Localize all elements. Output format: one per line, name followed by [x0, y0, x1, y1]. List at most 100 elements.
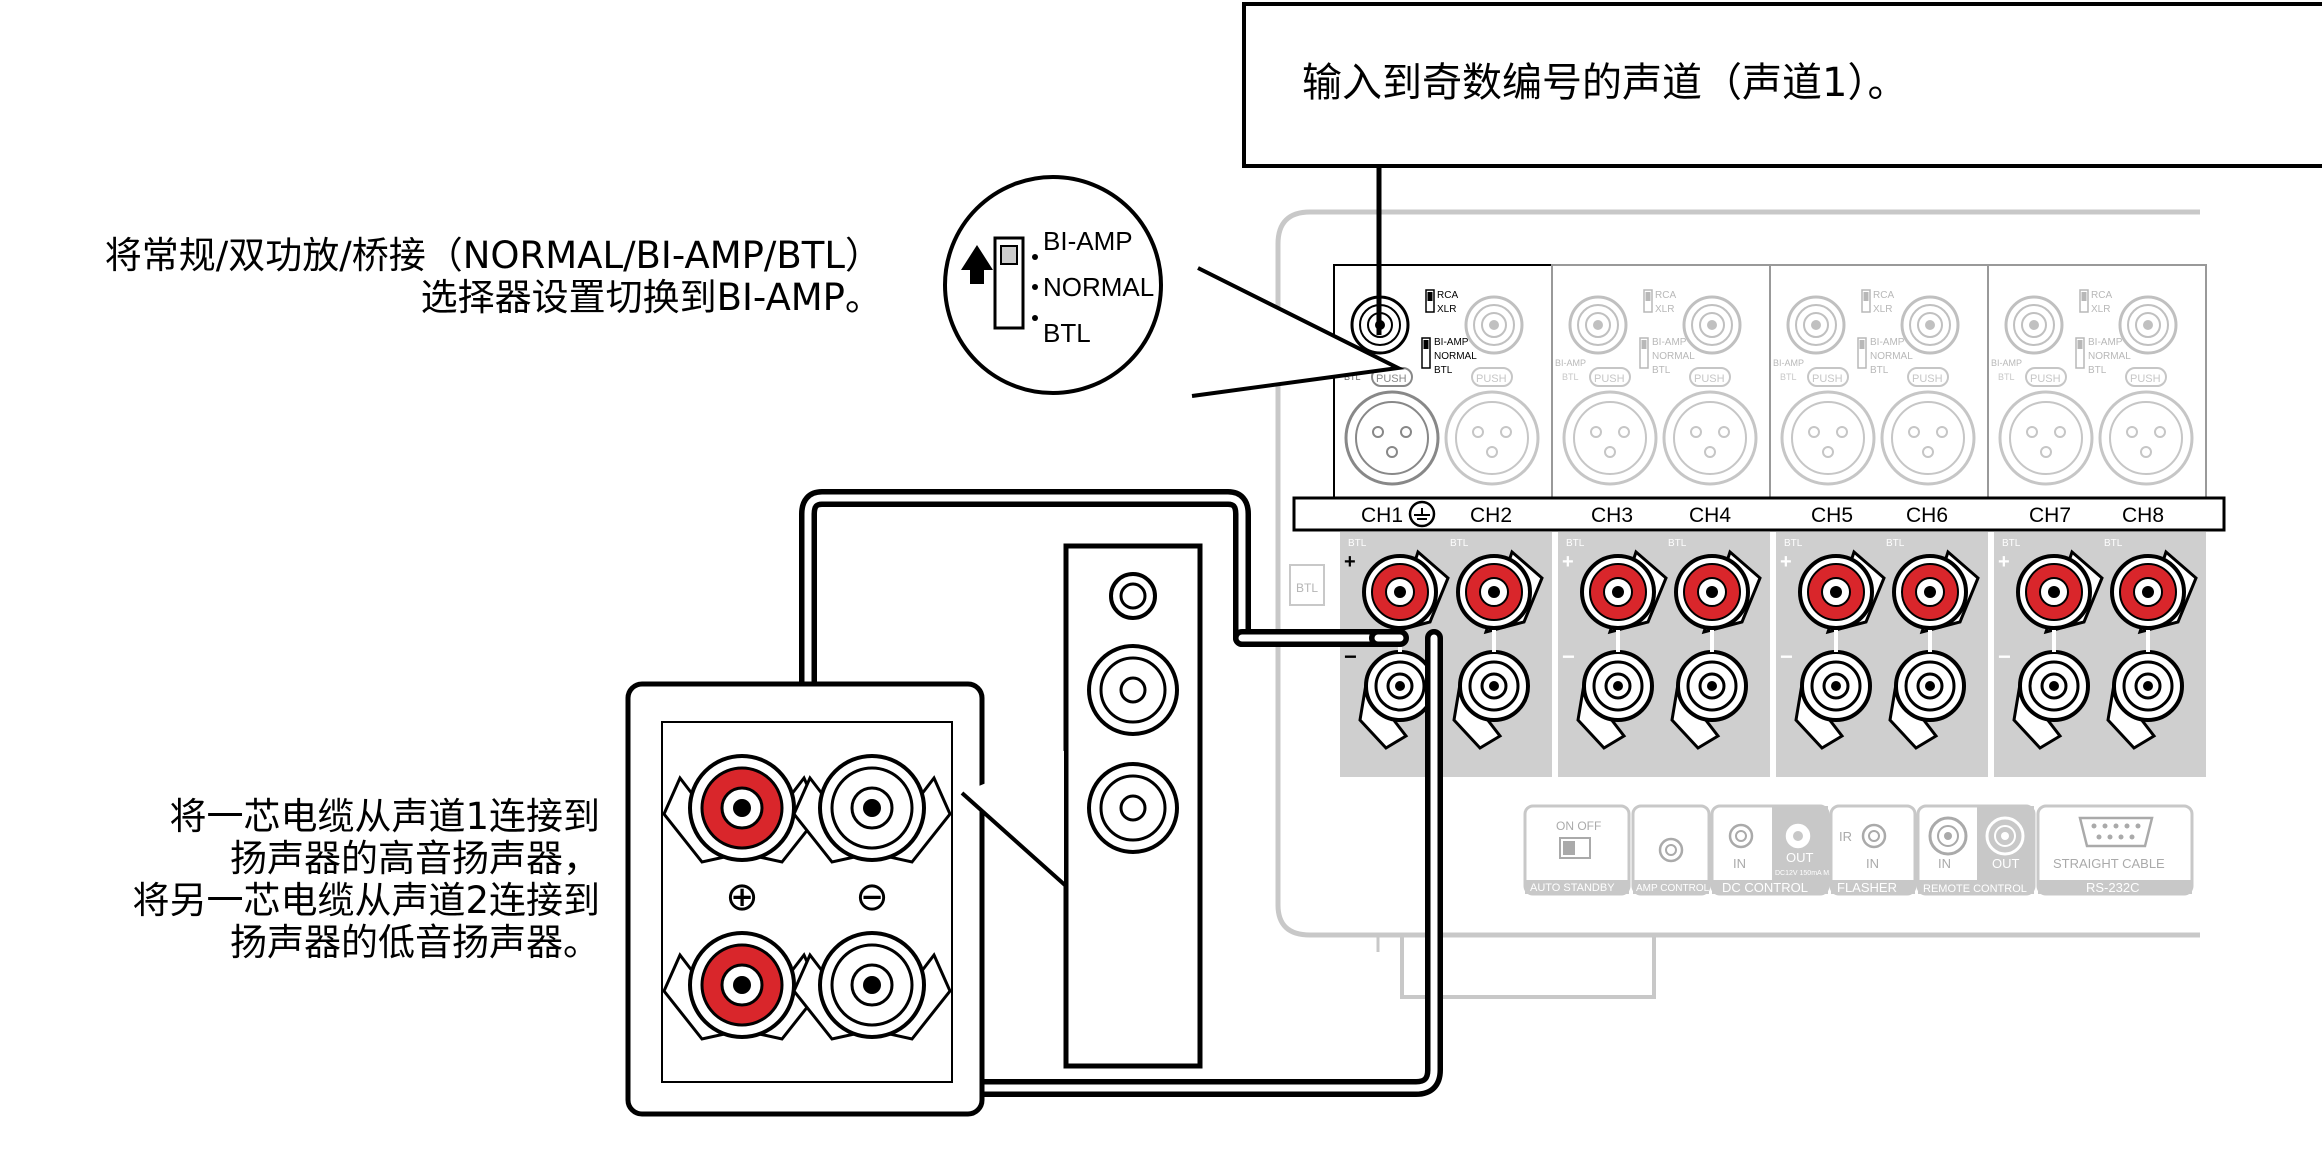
- btl-small-label: BTL: [1450, 538, 1469, 549]
- positive-binding-post: [1798, 549, 1886, 635]
- push-release-tab: [1471, 367, 1513, 387]
- btl-small-label: BTL: [2002, 538, 2021, 549]
- mode-switch-label: NORMAL: [1652, 351, 1695, 362]
- dc-in-label: IN: [1733, 856, 1746, 871]
- remote-out-label: OUT: [1992, 856, 2020, 871]
- dc-in-jack: [1728, 823, 1754, 849]
- mode-switch-label: BI-AMP: [2088, 337, 2123, 348]
- negative-binding-post: [1794, 650, 1872, 750]
- push-release-tab: [1689, 367, 1731, 387]
- remote-control-label: REMOTE CONTROL: [1923, 883, 2027, 895]
- push-label: PUSH: [1812, 373, 1843, 385]
- negative-binding-post: [1888, 650, 1966, 750]
- minus-sign: −: [1998, 644, 2011, 669]
- btl-left-label: BTL: [1296, 581, 1318, 595]
- input-switch-label: XLR: [1873, 304, 1892, 315]
- xlr-jack: [2098, 390, 2194, 486]
- mode-switch-label: BI-AMP: [1652, 337, 1687, 348]
- amp-control-label: AMP CONTROL: [1636, 883, 1710, 894]
- mode-side-label: BTL: [1344, 372, 1361, 382]
- mode-switch-label: BI-AMP: [1434, 337, 1469, 348]
- remote-in-jack: [1928, 816, 1968, 856]
- channel-label: CH2: [1470, 504, 1512, 527]
- plus-sign: +: [1344, 551, 1356, 573]
- input-switch-label: XLR: [1437, 304, 1456, 315]
- speaker-negative-post: [792, 754, 952, 864]
- input-switch-label: XLR: [1655, 304, 1674, 315]
- mode-side-label: BTL: [1780, 372, 1797, 382]
- negative-binding-post: [2012, 650, 2090, 750]
- input-switch-label: RCA: [1873, 290, 1894, 301]
- channel-label: CH7: [2029, 504, 2071, 527]
- flasher-ir-label: IR: [1839, 829, 1852, 844]
- input-switch-label: RCA: [2091, 290, 2112, 301]
- wiring-note: 将一芯电缆从声道1连接到 扬声器的高音扬声器， 将另一芯电缆从声道2连接到 扬声…: [132, 796, 600, 964]
- channel-input-modules: RCA XLR BI-AMP NORMAL BTL BI-AMP BTL PUSH PUSH RC…: [1333, 264, 2207, 499]
- mode-switch-label: BTL: [2088, 365, 2107, 376]
- input-switch-icon: [2079, 289, 2089, 313]
- flasher-jack: [1861, 823, 1887, 849]
- channel-label-bar: [1292, 496, 2226, 532]
- push-label: PUSH: [2130, 373, 2161, 385]
- positive-binding-post: [2110, 549, 2198, 635]
- channel-label: CH3: [1591, 504, 1633, 527]
- mode-switch-icon: [1421, 337, 1431, 369]
- callout-normal-label: NORMAL: [1043, 272, 1154, 302]
- input-switch-icon: [1425, 289, 1435, 313]
- terminal-block: BTL BTL + −: [1994, 532, 2206, 777]
- plus-sign: +: [1998, 551, 2010, 573]
- mode-side-label: BTL: [1562, 372, 1579, 382]
- xlr-jack: [1444, 390, 1540, 486]
- channel-input-note: 输入到奇数编号的声道（声道1）。: [1242, 2, 2322, 168]
- btl-small-label: BTL: [1784, 538, 1803, 549]
- selector-note-line: 选择器设置切换到BI-AMP。: [420, 276, 882, 319]
- plus-sign: +: [1562, 551, 1574, 573]
- push-label: PUSH: [1476, 373, 1507, 385]
- push-label: PUSH: [1594, 373, 1625, 385]
- negative-binding-post: [2106, 650, 2184, 750]
- callout-bi-amp-label: BI-AMP: [1043, 226, 1133, 256]
- speaker-binding-posts: [662, 754, 952, 1041]
- push-label: PUSH: [1376, 373, 1407, 385]
- auto-standby-switch-label: ON OFF: [1556, 819, 1601, 833]
- push-release-tab: [2025, 367, 2067, 387]
- channel-label: CH4: [1689, 504, 1731, 527]
- minus-sign: −: [1780, 644, 1793, 669]
- straight-cable-label: STRAIGHT CABLE: [2053, 856, 2165, 871]
- positive-binding-post: [1362, 549, 1450, 635]
- plus-sign: +: [1780, 551, 1792, 573]
- mode-switch-icon: [2075, 337, 2085, 369]
- btl-small-label: BTL: [1566, 538, 1585, 549]
- btl-small-label: BTL: [2104, 538, 2123, 549]
- speaker-positive-post: [662, 754, 822, 864]
- rs232c-label: RS-232C: [2086, 880, 2139, 895]
- callout-circle: [943, 175, 1163, 395]
- speaker-negative-post: [792, 931, 952, 1041]
- mode-side-label: BI-AMP: [1773, 358, 1804, 368]
- mode-switch-label: BI-AMP: [1870, 337, 1905, 348]
- speaker-positive-post: [662, 931, 822, 1041]
- channel-label: CH8: [2122, 504, 2164, 527]
- input-switch-label: RCA: [1437, 290, 1458, 301]
- mode-switch-label: BTL: [1652, 365, 1671, 376]
- rs232c-port: [2078, 816, 2154, 848]
- wiring-note-line: 扬声器的高音扬声器，: [230, 837, 600, 880]
- remote-out-jack: [1985, 816, 2025, 856]
- flasher-label: FLASHER: [1837, 880, 1897, 895]
- negative-binding-post: [1452, 650, 1530, 750]
- remote-in-label: IN: [1938, 856, 1951, 871]
- mode-side-label: BTL: [1998, 372, 2015, 382]
- mode-switch-label: BTL: [1870, 365, 1889, 376]
- flasher-in-label: IN: [1866, 856, 1879, 871]
- auto-standby-switch: [1559, 837, 1591, 859]
- input-switch-icon: [1643, 289, 1653, 313]
- btl-indicator: [1289, 564, 1325, 606]
- up-arrow-icon: [961, 245, 993, 284]
